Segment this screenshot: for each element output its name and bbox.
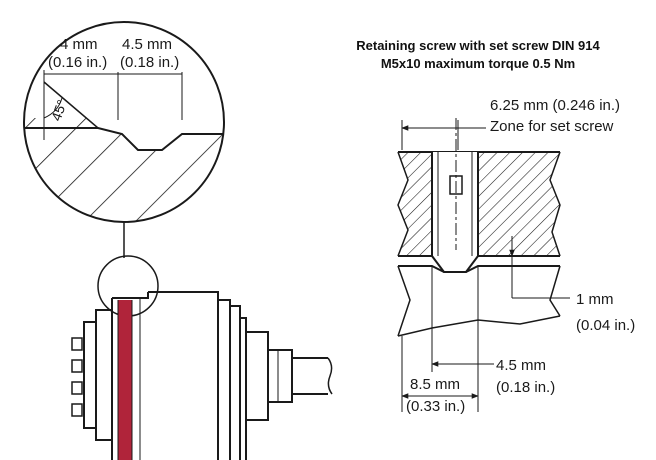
encoder-flange (218, 299, 247, 460)
groove-profile-edge (24, 127, 224, 151)
zone-label: Zone for set screw (490, 118, 614, 135)
edge-imperial: (0.33 in.) (406, 398, 465, 415)
section-title-line2: M5x10 maximum torque 0.5 Nm (381, 56, 575, 71)
shaft-part (398, 265, 560, 273)
connector-pin-1 (71, 337, 83, 351)
detail-view: 4 mm (0.16 in.) 4.5 mm (0.18 in.) 45° (23, 21, 225, 317)
encoder-hub (246, 331, 293, 421)
encoder-connector (83, 309, 112, 441)
dim-b-metric: 4.5 mm (122, 36, 172, 53)
edge-metric: 8.5 mm (410, 376, 460, 393)
angle-arc (43, 97, 63, 119)
screw-tip (431, 255, 479, 273)
zone-dimension: 6.25 mm (0.246 in.) (490, 97, 620, 114)
chamfer-line (43, 81, 99, 129)
encoder-body (111, 291, 219, 460)
dim-a-metric: 4 mm (60, 36, 98, 53)
groove-metric: 4.5 mm (496, 357, 546, 374)
dim-b-imperial: (0.18 in.) (120, 54, 179, 71)
connector-pin-2 (71, 359, 83, 373)
encoder-side-view (71, 291, 333, 460)
shaft-break (327, 357, 333, 395)
depth-imperial: (0.04 in.) (576, 317, 635, 334)
dim-a-imperial: (0.16 in.) (48, 54, 107, 71)
groove-band (118, 300, 132, 460)
encoder-shaft (292, 357, 328, 395)
set-screw-bore (432, 152, 478, 256)
angle-label: 45° (48, 98, 70, 123)
groove-imperial: (0.18 in.) (496, 379, 555, 396)
section-title-line1: Retaining screw with set screw DIN 914 (356, 38, 600, 53)
section-view: Retaining screw with set screw DIN 914 M… (356, 38, 635, 415)
connector-pin-4 (71, 403, 83, 417)
connector-pin-3 (71, 381, 83, 395)
depth-metric: 1 mm (576, 291, 614, 308)
